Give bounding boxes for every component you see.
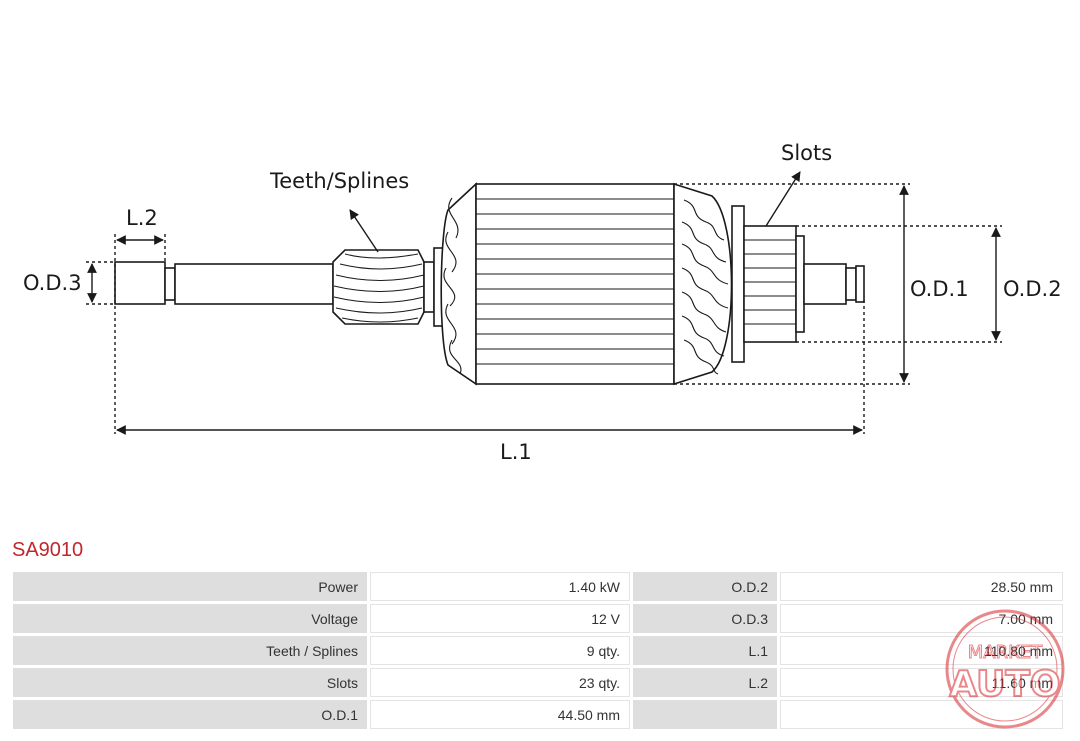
spec-key: L.1 [633,636,777,665]
spec-value: 7.00 mm [780,604,1063,633]
spec-key [633,700,777,729]
spec-key: O.D.2 [633,572,777,601]
table-row: Teeth / Splines 9 qty. L.1 110.80 mm [13,636,1063,665]
spec-key: L.2 [633,668,777,697]
table-row: Slots 23 qty. L.2 11.60 mm [13,668,1063,697]
label-l2: L.2 [126,206,158,230]
table-row: Power 1.40 kW O.D.2 28.50 mm [13,572,1063,601]
label-slots: Slots [781,141,832,165]
spec-table: Power 1.40 kW O.D.2 28.50 mm Voltage 12 … [10,569,1066,732]
armature-diagram: Teeth/Splines Slots L.2 O.D.3 O.D.1 O.D.… [23,141,1062,464]
shaft-rear [803,263,847,305]
label-od1: O.D.1 [910,277,969,301]
label-od3: O.D.3 [23,271,82,295]
label-l1: L.1 [500,440,532,464]
spec-key: O.D.3 [633,604,777,633]
spec-key: Teeth / Splines [13,636,367,665]
spec-value: 12 V [370,604,630,633]
part-code: SA9010 [12,539,84,561]
spec-value: 23 qty. [370,668,630,697]
spec-key: Voltage [13,604,367,633]
spec-key: Power [13,572,367,601]
spec-value: 11.60 mm [780,668,1063,697]
spec-value: 110.80 mm [780,636,1063,665]
spec-key: O.D.1 [13,700,367,729]
slots-leader [765,171,801,227]
commutator [743,225,797,343]
spec-value: 28.50 mm [780,572,1063,601]
winding-rear [440,182,477,386]
spec-value [780,700,1063,729]
table-row: Voltage 12 V O.D.3 7.00 mm [13,604,1063,633]
spec-value: 9 qty. [370,636,630,665]
winding-front [673,182,733,386]
label-teeth-splines: Teeth/Splines [269,169,409,193]
table-row: O.D.1 44.50 mm [13,700,1063,729]
spec-value: 44.50 mm [370,700,630,729]
spec-key: Slots [13,668,367,697]
armature-core [475,183,675,385]
teeth-leader [349,209,379,253]
shaft [174,263,334,305]
label-od2: O.D.2 [1003,277,1062,301]
spec-value: 1.40 kW [370,572,630,601]
shaft-end [114,261,166,305]
